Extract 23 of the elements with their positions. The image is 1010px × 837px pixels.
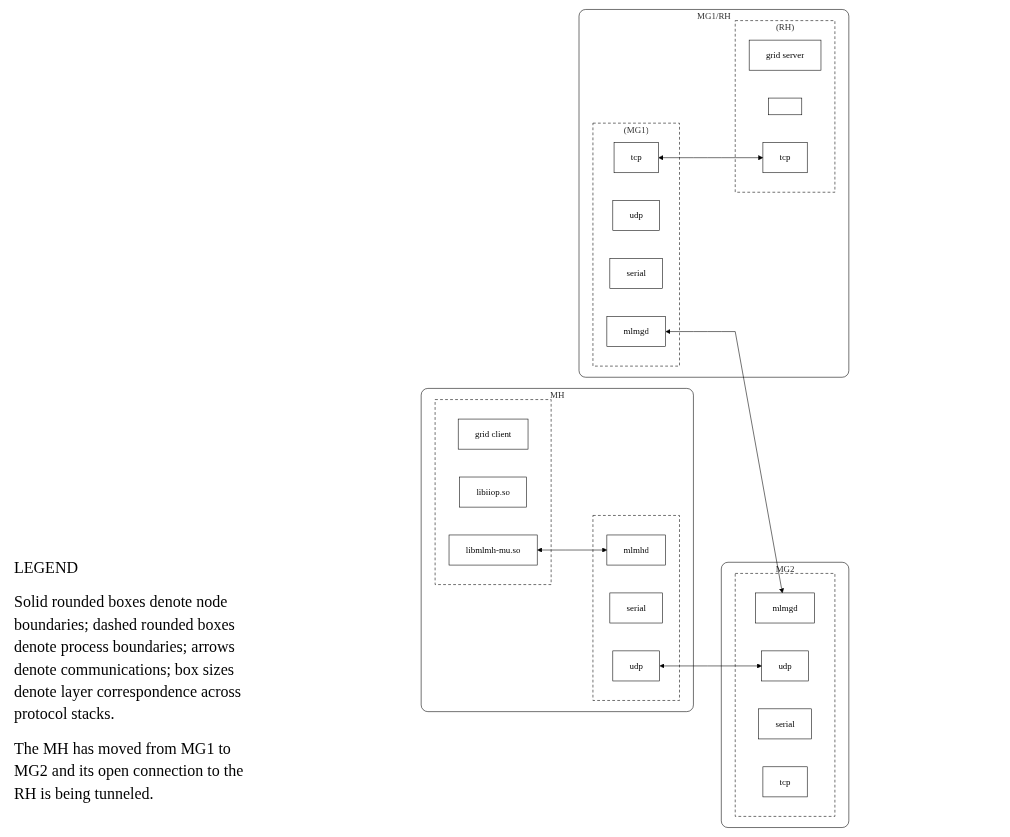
legend-note: The MH has moved from MG1 to MG2 and its open connection to the RH is being tunneled. <box>14 738 245 805</box>
cluster <box>592 515 680 701</box>
legend-heading: LEGEND <box>14 558 79 579</box>
cluster <box>734 573 836 817</box>
node-box: mlmhd <box>606 534 666 566</box>
node-box <box>768 97 803 116</box>
node-box: udp <box>612 200 660 231</box>
cluster <box>434 399 552 585</box>
node-box: grid server <box>748 39 822 71</box>
node-box: udp <box>612 650 660 682</box>
node-box: tcp <box>762 142 808 173</box>
node-box: mlmgd <box>755 592 815 624</box>
node-box: grid client <box>457 418 529 450</box>
node-box: libmlmh-mu.so <box>448 534 538 566</box>
node-box: tcp <box>613 142 659 173</box>
node-box: serial <box>609 258 663 289</box>
node-box: serial <box>758 708 812 740</box>
node-box: serial <box>609 592 663 624</box>
node-box: udp <box>761 650 809 682</box>
node-box: mlmgd <box>606 316 666 347</box>
node-box: libiiop.so <box>459 476 527 508</box>
node-box: tcp <box>762 766 808 798</box>
legend-note: Solid rounded boxes denote node boundaries; dashed rounded boxes denote process boundaries; arrows denote communications; box sizes denote layer correspondence across protocol stacks. <box>14 592 242 725</box>
